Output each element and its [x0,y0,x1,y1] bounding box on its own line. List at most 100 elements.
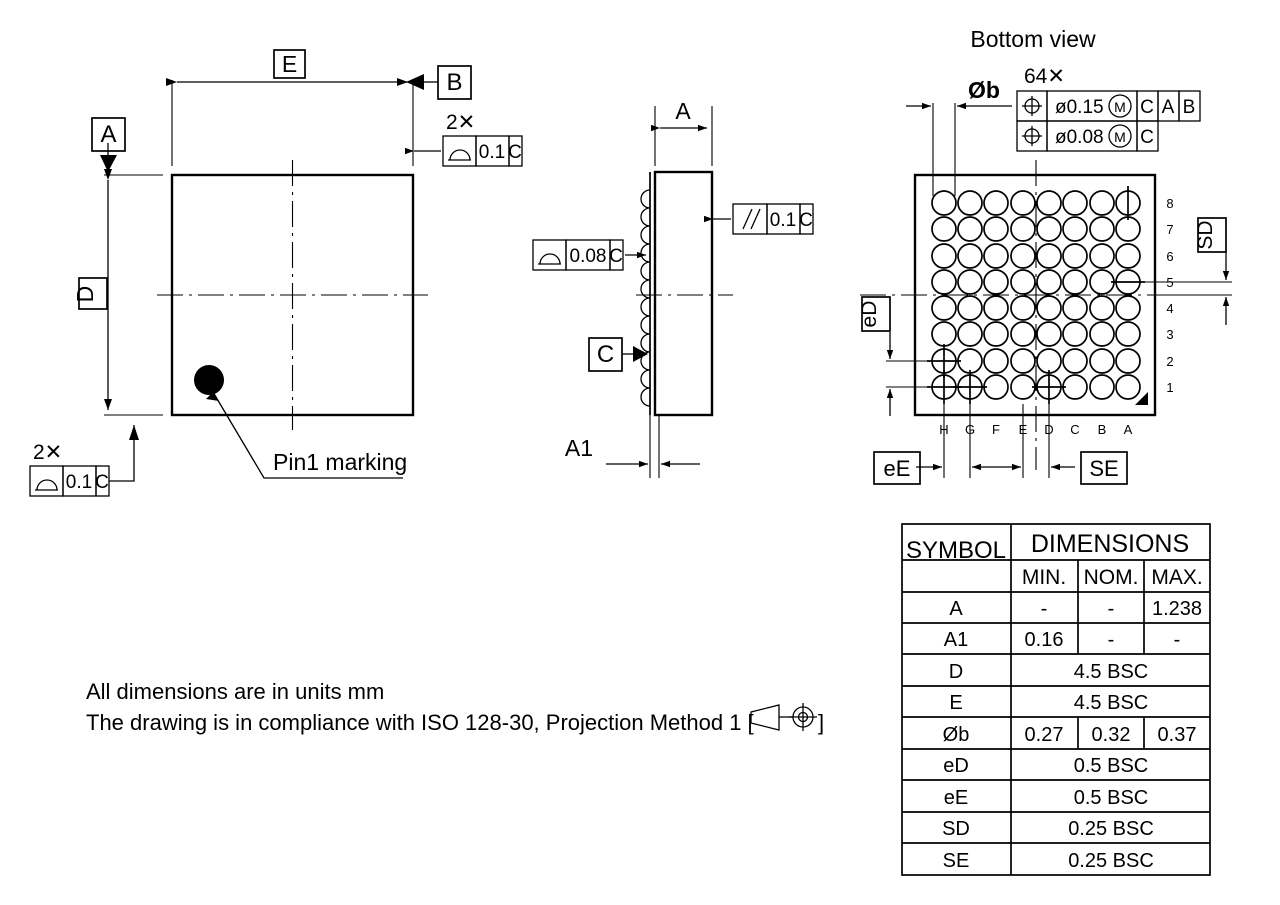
row-label-7: 7 [1166,222,1173,237]
top-view: E B A 2✕ 0.1 C D 2✕ [29,49,523,497]
profile-arc-icon-3 [539,253,561,265]
table-cell-min-4: 0.27 [1025,724,1064,746]
dimensions-table: SYMBOL DIMENSIONS MIN. NOM. MAX. A - - 1… [901,523,1211,876]
fcf-profside-sym-cell [532,239,567,271]
row-label-4: 4 [1166,301,1173,316]
table-cell-symbol-0: A [949,598,963,620]
profile-top-count: 2✕ [446,111,475,134]
fcf-profile-top-datum-cell [508,135,523,167]
fcf1-tol: ø0.15 [1055,97,1104,118]
table-cell-symbol-1: A1 [944,629,968,651]
fcf-profile-top-tol: 0.1 [479,142,505,163]
fcf2-tol: ø0.08 [1055,127,1104,148]
fcf-profile-top: 0.1 C [405,135,523,167]
fcf-profside-datum-cell [609,239,624,271]
parallel-icon-line1 [742,208,753,230]
mmc-circle-1 [1108,94,1132,118]
note-line-2: The drawing is in compliance with ISO 12… [86,710,754,735]
bottom-view-title: Bottom view [970,26,1096,52]
dim-e-label: E [282,51,297,77]
table-cell-symbol-3: E [949,692,962,714]
table-row-separators [902,622,1210,844]
mmc-circle-2 [1108,124,1132,148]
fcf-profile-top-datum: C [508,142,522,163]
pitch-ed-box [861,296,891,332]
table-cell-max-1: - [1174,629,1181,651]
note-line-2-tail: ] [818,710,824,735]
table-cell-symbol-2: D [949,661,963,683]
pin1-marking-dot [194,365,224,395]
fcf-par-datum-cell [799,203,814,235]
pin1-marking-label: Pin1 marking [273,449,407,475]
dim-a-label: A [675,98,691,124]
col-label-b: B [1098,422,1107,437]
datum-c-label: C [597,341,614,368]
ball-bumps-side [640,189,651,407]
fcf-par-datum: C [799,210,813,231]
fcf-profile-top-sym-cell [442,135,477,167]
fcf-position-row2: ø0.08 M C [1016,120,1159,152]
table-cell-min-1: 0.16 [1025,629,1064,651]
fcf1-datum-a: A [1162,97,1175,118]
pitch-ee-label: eE [884,456,911,481]
table-cell-symbol-8: SE [943,850,970,872]
profile-arc-icon [449,149,471,161]
datum-a-label: A [100,121,116,148]
cone-frustum-icon [750,704,780,731]
table-cell-value-7: 0.25 BSC [1068,818,1154,840]
offset-sd-label: SD [1194,220,1217,249]
offset-sd-box [1197,217,1227,253]
row-label-8: 8 [1166,196,1173,211]
col-label-f: F [992,422,1000,437]
package-outline-side [653,170,714,417]
fcf-profside-tol: 0.08 [570,246,607,267]
fcf-profile-bottom-tol: 0.1 [66,472,92,493]
dim-d-box [78,277,108,310]
fcf-position-row1: ø0.15 M C A B [1016,90,1201,122]
diameter-b-label: Øb [968,77,1000,103]
fcf2-datum-c: C [1140,127,1154,148]
profile-arc-icon-2 [36,479,58,491]
datum-b-label: B [446,69,462,96]
fcf-parallelism: 0.1 C [704,203,814,235]
ball-crosshairs [927,186,1145,404]
notes-block: All dimensions are in units mm The drawi… [86,679,824,735]
col-label-c: C [1070,422,1079,437]
table-cell-value-8: 0.25 BSC [1068,850,1154,872]
pin1-leader-arrow [206,392,219,401]
fcf-profile-bottom-leader [109,425,135,482]
table-cell-max-4: 0.37 [1158,724,1197,746]
table-cell-nom-1: - [1108,629,1115,651]
datum-a-box [91,117,126,152]
table-cell-symbol-5: eD [943,755,969,777]
datum-b-box [437,65,472,100]
table-header-nom: NOM. [1084,566,1139,589]
pitch-ed-label: eD [858,301,881,328]
fcf-profile-bottom-sym-cell [29,465,64,497]
note-line-1: All dimensions are in units mm [86,679,384,704]
table-header-min: MIN. [1022,566,1066,589]
table-cell-nom-0: - [1108,598,1115,620]
fcf-profile-bottom-datum: C [95,472,109,493]
fcf-profile-side: 0.08 C [532,239,646,271]
table-value-col-dividers [1077,592,1145,749]
col-label-a: A [1124,422,1133,437]
pitch-ee-box [873,451,921,485]
datum-a-triangle [100,155,117,172]
table-cell-symbol-4: Øb [943,724,970,746]
fcf1-datum-c: C [1140,97,1154,118]
dim-e-box [273,49,306,79]
row-label-6: 6 [1166,249,1173,264]
dim-d-label: D [72,286,98,303]
dim-a1-label: A1 [565,435,593,461]
fcf-profside-datum: C [609,246,623,267]
table-header-max: MAX. [1151,566,1202,589]
row-label-3: 3 [1166,327,1173,342]
table-outer-border [901,523,1211,876]
datum-c-triangle [633,346,648,362]
fcf-profile-bottom-arrow [129,425,139,440]
bottom-view: Bottom view 8 7 [858,26,1232,485]
fcf1-modifier: M [1114,99,1126,115]
